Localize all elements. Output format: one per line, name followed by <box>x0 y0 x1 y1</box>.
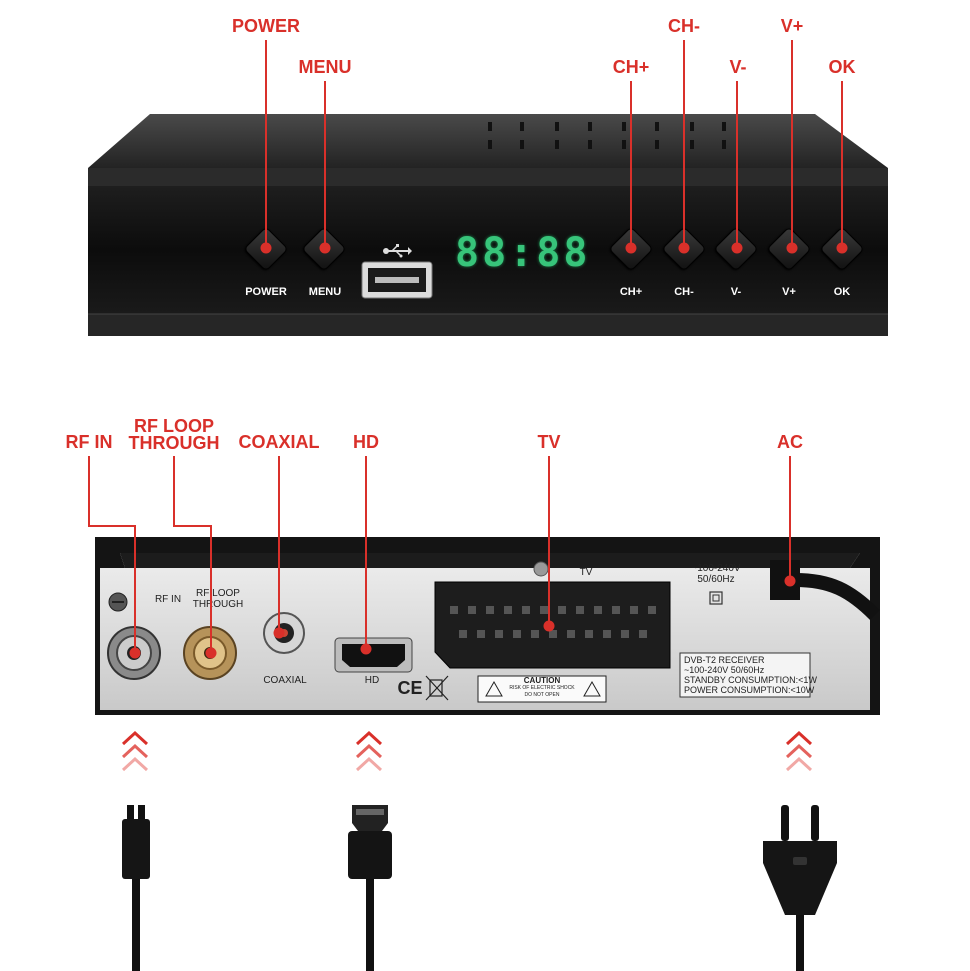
caution-title: CAUTION <box>523 676 561 685</box>
callout-rf-in: RF IN <box>65 432 113 452</box>
arrow-up-icon <box>785 730 813 772</box>
leader-ac <box>789 456 791 581</box>
tv-port-label: TV <box>579 567 593 578</box>
rf-in-port-label: RF IN <box>154 594 182 605</box>
leader-dot <box>786 242 798 254</box>
leader-dot <box>543 620 555 632</box>
leader-v-minus <box>736 81 738 248</box>
leader-dot <box>784 575 796 587</box>
leader-dot <box>678 242 690 254</box>
arrow-up-icon <box>121 730 149 772</box>
leader-dot <box>260 242 272 254</box>
callout-menu: MENU <box>298 57 352 77</box>
caution-line1: RISK OF ELECTRIC SHOCK <box>509 685 575 691</box>
voltage-label: ~100-240V 50/60Hz <box>691 563 741 585</box>
callout-coaxial: COAXIAL <box>238 432 320 452</box>
rear-chassis <box>95 537 880 715</box>
leader-rf-loop <box>210 525 212 653</box>
callout-v-plus: V+ <box>780 16 804 36</box>
spec-line-1: DVB-T2 RECEIVER <box>684 655 765 665</box>
ch-plus-label: CH+ <box>619 286 643 298</box>
ok-label: OK <box>833 286 851 298</box>
leader-coaxial <box>278 456 280 633</box>
callout-v-minus: V- <box>729 57 747 77</box>
leader-dot <box>319 242 331 254</box>
menu-label: MENU <box>308 286 342 298</box>
ce-mark: CE <box>397 678 423 698</box>
leader-ch-minus <box>683 40 685 248</box>
spec-line-2: ~100-240V 50/60Hz <box>684 665 765 675</box>
leader-dot <box>273 627 285 639</box>
callout-tv: TV <box>537 432 561 452</box>
eu-power-plug-icon <box>763 805 837 971</box>
leader-menu <box>324 81 326 248</box>
antenna-plug-icon <box>122 805 150 971</box>
leader-rf-loop <box>173 525 211 527</box>
callout-ch-minus: CH- <box>668 16 700 36</box>
usb-icon <box>383 244 412 258</box>
ch-minus-label: CH- <box>674 286 694 298</box>
leader-dot <box>625 242 637 254</box>
callout-ok: OK <box>828 57 856 77</box>
hdmi-plug-icon <box>348 805 392 971</box>
callout-ch-plus: CH+ <box>612 57 650 77</box>
leader-dot <box>836 242 848 254</box>
caution-line2: DO NOT OPEN <box>524 692 560 698</box>
leader-hd <box>365 456 367 649</box>
rf-loop-port-label: RF LOOP THROUGH <box>192 588 244 610</box>
spec-line-3: STANDBY CONSUMPTION:<1W <box>684 675 817 685</box>
leader-tv <box>548 456 550 626</box>
callout-power: POWER <box>231 16 301 36</box>
leader-power <box>265 40 267 248</box>
callout-ac: AC <box>777 432 803 452</box>
leader-rf-in <box>134 525 136 653</box>
led-display: 88:88 <box>455 230 591 276</box>
leader-dot <box>360 643 372 655</box>
arrow-up-icon <box>355 730 383 772</box>
leader-dot <box>129 647 141 659</box>
leader-rf-loop <box>173 456 175 526</box>
v-minus-label: V- <box>730 286 742 298</box>
spec-line-4: POWER CONSUMPTION:<10W <box>684 685 815 695</box>
leader-v-plus <box>791 40 793 248</box>
leader-rf-in <box>88 525 135 527</box>
coaxial-port-label: COAXIAL <box>263 675 307 686</box>
leader-ch-plus <box>630 81 632 248</box>
leader-ok <box>841 81 843 248</box>
hd-port-label: HD <box>364 675 380 686</box>
leader-dot <box>205 647 217 659</box>
power-label: POWER <box>245 286 287 298</box>
front-chassis <box>88 114 888 336</box>
callout-rf-loop: RF LOOP THROUGH <box>128 416 220 453</box>
callout-hd: HD <box>353 432 379 452</box>
leader-dot <box>731 242 743 254</box>
v-plus-label: V+ <box>782 286 796 298</box>
leader-rf-in <box>88 456 90 526</box>
